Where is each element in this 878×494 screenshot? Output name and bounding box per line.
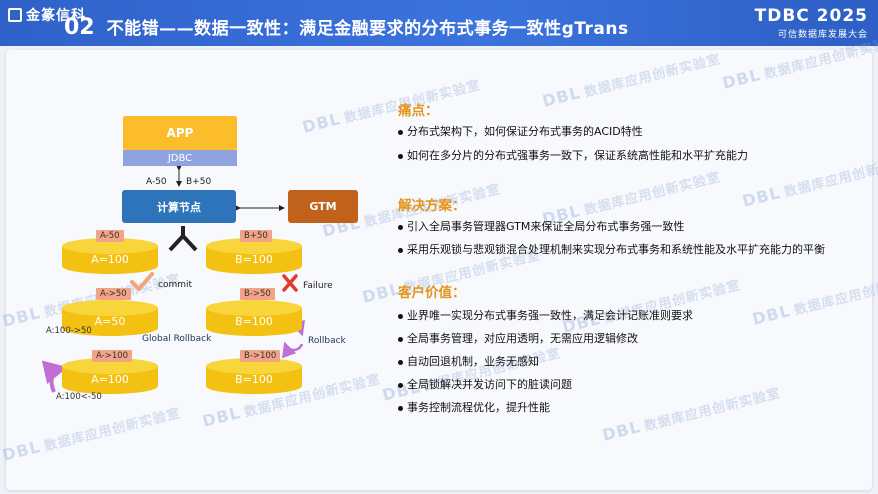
- disk-b2-tag: B->50: [240, 288, 275, 300]
- disk-b3: B=100: [206, 358, 302, 394]
- solution-title: 解决方案：: [398, 198, 466, 214]
- disk-a3-tag: A->100: [92, 350, 133, 362]
- pain-title: 痛点：: [398, 103, 439, 119]
- list-item: 分布式架构下，如何保证分布式事务的ACID特性: [398, 124, 868, 140]
- title-text: 不能错——数据一致性：满足金融要求的分布式事务一致性gTrans: [106, 19, 629, 39]
- disk-a1: A=100: [62, 238, 158, 274]
- company-logo: 金篆信科: [8, 5, 86, 25]
- logo-text: 金篆信科: [26, 8, 86, 24]
- disk-a3: A=100: [62, 358, 158, 394]
- link-right-label: B+50: [186, 177, 212, 187]
- gtm-block: GTM: [288, 190, 358, 223]
- list-item: 事务控制流程优化，提升性能: [398, 400, 868, 416]
- failure-icon: [282, 274, 298, 292]
- list-item: 引入全局事务管理器GTM来保证全局分布式事务强一致性: [398, 219, 868, 235]
- revert-arrow-icon: [41, 360, 68, 393]
- jdbc-block: JDBC: [123, 150, 237, 166]
- list-item: 采用乐观锁与悲观锁混合处理机制来实现分布式事务和系统性能及水平扩充能力的平衡: [398, 242, 868, 258]
- list-item: 如何在多分片的分布式强事务一致下，保证系统高性能和水平扩充能力: [398, 148, 868, 164]
- app-block: APP: [123, 116, 237, 150]
- list-item: 业界唯一实现分布式事务强一致性，满足会计记账准则要求: [398, 308, 868, 324]
- header-bar: 金篆信科 02 不能错——数据一致性：满足金融要求的分布式事务一致性gTrans…: [0, 0, 878, 46]
- list-item: 全局锁解决并发访问下的脏读问题: [398, 377, 868, 393]
- global-rollback-label: Global Rollback: [142, 334, 212, 344]
- section-number: 02: [64, 15, 95, 40]
- a-change-label: A:100->50: [46, 326, 92, 336]
- disk-b3-tag: B->100: [240, 350, 281, 362]
- compute-node-block: 计算节点: [122, 190, 236, 223]
- check-icon: [130, 272, 154, 292]
- logo-mark-icon: [8, 8, 22, 22]
- list-item: 自动回退机制，业务无感知: [398, 354, 868, 370]
- link-left-label: A-50: [146, 177, 167, 187]
- disk-a1-tag: A-50: [96, 230, 124, 242]
- commit-label: commit: [158, 280, 193, 290]
- page-title: 02 不能错——数据一致性：满足金融要求的分布式事务一致性gTrans: [64, 14, 629, 40]
- disk-a2: A=50: [62, 300, 158, 336]
- a-revert-label: A:100<-50: [56, 392, 102, 402]
- list-item: 全局事务管理，对应用透明，无需应用逻辑修改: [398, 331, 868, 347]
- event-subtitle: 可信数据库发展大会: [777, 30, 868, 40]
- disk-b1: B=100: [206, 238, 302, 274]
- value-title: 客户价值：: [398, 285, 466, 301]
- event-name: TDBC 2025: [754, 6, 868, 26]
- disk-a2-tag: A->50: [96, 288, 131, 300]
- disk-b2: B=100: [206, 300, 302, 336]
- rollback-label: Rollback: [308, 336, 346, 346]
- disk-b1-tag: B+50: [240, 230, 272, 242]
- event-logo: TDBC 2025 可信数据库发展大会: [755, 6, 868, 40]
- fork-icon: [168, 226, 198, 252]
- failure-label: Failure: [303, 281, 333, 291]
